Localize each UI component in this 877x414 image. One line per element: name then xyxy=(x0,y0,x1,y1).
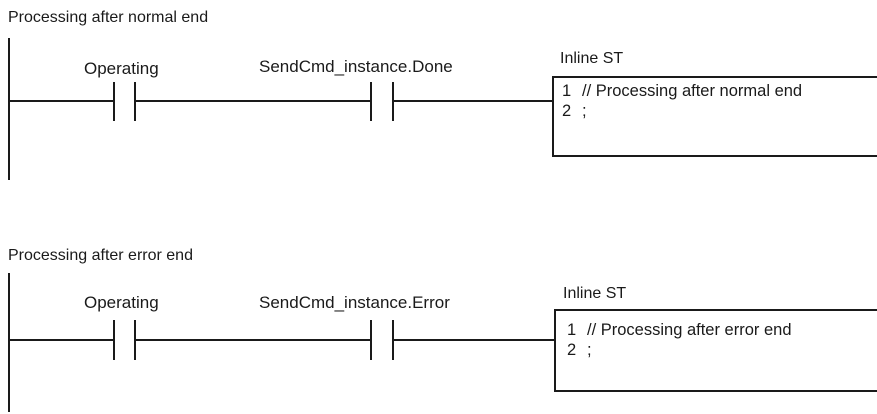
st-code-line-2-2: 2; xyxy=(567,340,592,360)
st-code-line-1-2: 2; xyxy=(562,101,587,121)
line-number: 1 xyxy=(567,321,577,339)
rung-title-1: Processing after normal end xyxy=(8,9,209,26)
code-text: // Processing after error end xyxy=(587,321,792,339)
st-block-border-2 xyxy=(554,309,877,392)
line-number: 2 xyxy=(562,102,572,120)
st-code-line-2-1: 1 // Processing after error end xyxy=(567,320,792,340)
contact-label-operating-1: Operating xyxy=(84,59,159,78)
code-text: // Processing after normal end xyxy=(582,82,803,100)
rung-title-2: Processing after error end xyxy=(8,247,193,264)
line-number: 2 xyxy=(567,341,577,359)
st-block-title-1: Inline ST xyxy=(560,50,624,67)
st-block-border-1 xyxy=(552,76,877,157)
st-code-line-1-1: 1 // Processing after normal end xyxy=(562,81,802,101)
code-text: ; xyxy=(587,341,592,359)
code-text: ; xyxy=(582,102,587,120)
contact-label-error: SendCmd_instance.Error xyxy=(259,293,450,312)
contact-label-done: SendCmd_instance.Done xyxy=(259,57,453,76)
contact-label-operating-2: Operating xyxy=(84,293,159,312)
st-block-title-2: Inline ST xyxy=(563,285,627,302)
line-number: 1 xyxy=(562,82,572,100)
